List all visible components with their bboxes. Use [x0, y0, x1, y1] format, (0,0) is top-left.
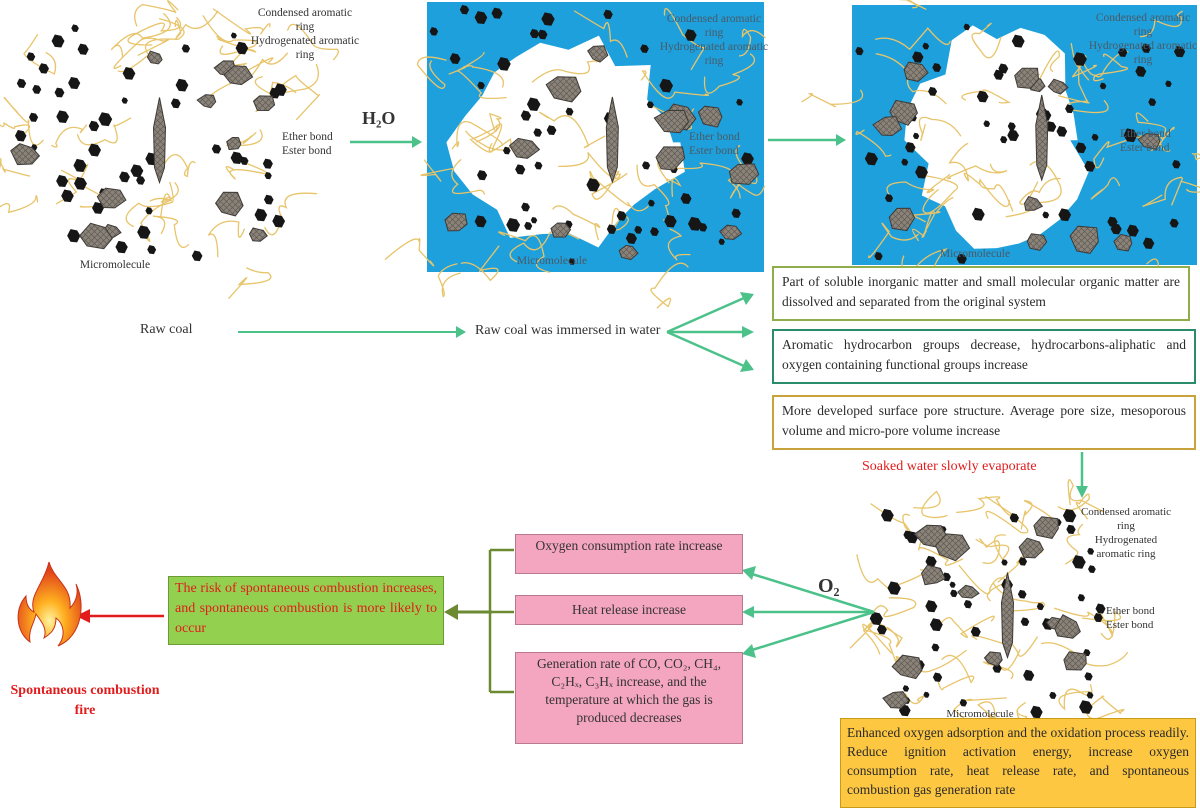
risk-arrow — [444, 604, 492, 620]
micromolecule-label: Micromolecule — [79, 259, 151, 271]
fire-arrow — [76, 609, 164, 623]
raw-coal-arrow — [238, 326, 466, 338]
results-bracket — [488, 548, 514, 694]
o2-branch-arrows — [742, 566, 875, 658]
fire-label: Spontaneous combustion fire — [10, 683, 160, 718]
effect-pore-structure-box: More developed surface pore structure. A… — [772, 395, 1196, 450]
h2o-label: H₂O — [362, 108, 396, 128]
oxygen-consumption-box: Oxygen consumption rate increase — [515, 534, 743, 574]
risk-box: The risk of spontaneous combustion incre… — [168, 576, 444, 645]
dissolved-coal-molecule-diagram — [801, 0, 1200, 300]
gas-generation-box: Generation rate of CO, CO₂, CH₄, C₂Hₓ, C… — [515, 652, 743, 744]
h2o-arrow — [350, 136, 422, 148]
heat-release-box: Heat release increase — [515, 595, 743, 625]
effect-dissolution-box: Part of soluble inorganic matter and sma… — [772, 266, 1190, 321]
oxidized-coal-molecule-diagram — [849, 479, 1128, 750]
evaporate-text: Soaked water slowly evaporate — [862, 459, 1037, 474]
micromolecule-label-3: Micromolecule — [939, 248, 1011, 260]
effect-functional-groups-box: Aromatic hydrocarbon groups decrease, hy… — [772, 329, 1196, 384]
raw-coal-structure-panel — [0, 0, 340, 299]
panel2-to-panel3-arrow — [768, 134, 846, 146]
o2-label: O₂ — [818, 575, 840, 597]
raw-coal-molecule-diagram — [0, 0, 340, 299]
micromolecule-label-2: Micromolecule — [516, 255, 588, 267]
micromolecule-label-4: Micromolecule — [946, 708, 1014, 720]
oxidized-coal-panel — [849, 479, 1128, 750]
immersed-text: Raw coal was immersed in water — [475, 323, 661, 338]
evaporate-arrow — [1076, 452, 1088, 498]
oxidation-summary-box: Enhanced oxygen adsorption and the oxida… — [840, 718, 1196, 808]
branch-arrows — [666, 292, 754, 372]
soaked-coal-molecule-diagram — [384, 5, 766, 309]
flame-icon — [17, 561, 82, 647]
raw-coal-text: Raw coal — [140, 322, 193, 337]
